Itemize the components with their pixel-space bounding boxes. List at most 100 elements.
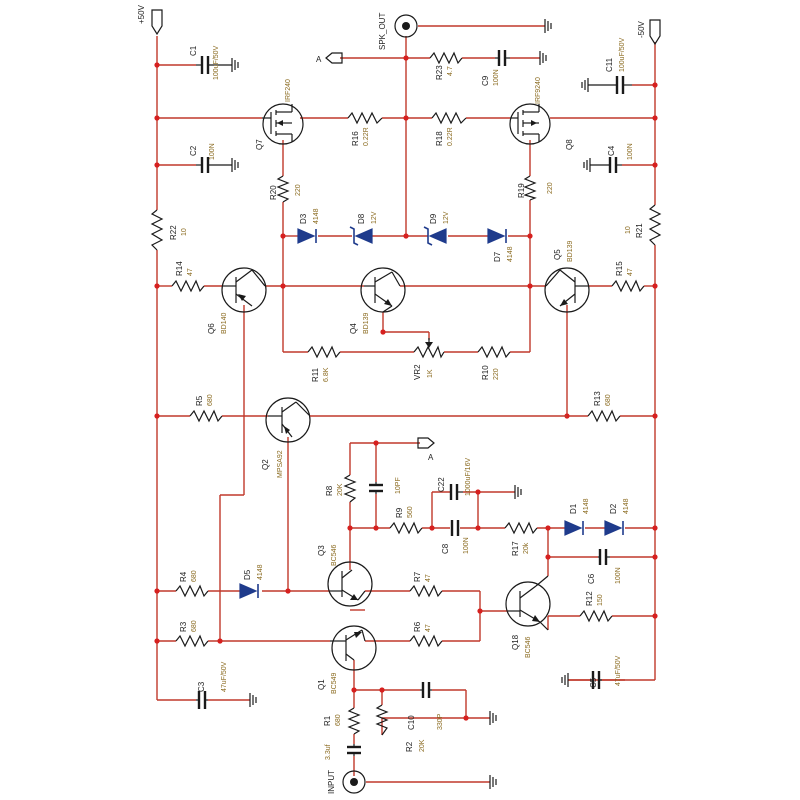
capacitor-c11 <box>588 76 632 94</box>
vr2-value: 1K <box>427 369 434 378</box>
r20-name: R20 <box>269 185 278 200</box>
diode-d7 <box>487 228 507 244</box>
resistor-r20 <box>276 175 290 203</box>
vpos-label: +50V <box>137 4 146 24</box>
q1-name: Q1 <box>317 679 326 690</box>
capacitor-c1 <box>196 56 232 74</box>
c2-value: 100N <box>209 143 216 160</box>
c11-value: 100uF/50V <box>619 37 626 72</box>
diode-d2 <box>604 520 624 536</box>
c22-name: C22 <box>437 477 446 492</box>
r2-value: 20K <box>419 739 426 752</box>
d2-value: 4148 <box>623 498 630 514</box>
q4-value: BD139 <box>363 312 370 334</box>
q2-value: MPSA92 <box>277 450 284 478</box>
diode-d1 <box>564 520 584 536</box>
q5-value: BD139 <box>567 240 574 262</box>
r6-value: 47 <box>425 624 432 632</box>
c3-name: C3 <box>197 681 206 692</box>
q18-name: Q18 <box>511 634 520 650</box>
q18-value: BC546 <box>525 636 532 658</box>
vneg-terminal <box>649 19 661 46</box>
r15-value: 47 <box>627 268 634 276</box>
r9-name: R9 <box>395 507 404 518</box>
c5-name: C5 <box>589 677 598 688</box>
transistor-q18 <box>505 575 551 631</box>
c9-name: C9 <box>481 75 490 86</box>
net-flag-a-mid <box>417 437 435 449</box>
d3-name: D3 <box>299 213 308 224</box>
vr2-name: VR2 <box>413 364 422 380</box>
r4-name: R4 <box>179 571 188 582</box>
capacitor-c8 <box>450 520 460 536</box>
diode-d5 <box>239 583 259 599</box>
r14-value: 47 <box>187 268 194 276</box>
r3-value: 680 <box>191 620 198 632</box>
r2-name: R2 <box>405 741 414 752</box>
capacitor-c4 <box>590 157 622 173</box>
resistor-r4 <box>175 584 209 598</box>
resistor-r23 <box>429 51 463 65</box>
resistor-r3 <box>175 634 209 648</box>
c5-value: 47uF/50V <box>615 655 622 686</box>
q5-name: Q5 <box>553 249 562 260</box>
r23-name: R23 <box>435 65 444 80</box>
capacitor-c3 <box>196 691 208 709</box>
c4-value: 100N <box>627 143 634 160</box>
r5-value: 680 <box>207 394 214 406</box>
q6-name: Q6 <box>207 323 216 334</box>
vneg-label: -50V <box>637 20 646 38</box>
c2-name: C2 <box>189 145 198 156</box>
resistor-r5 <box>189 409 223 423</box>
c1-name: C1 <box>189 45 198 56</box>
capacitor-c6 <box>598 549 610 565</box>
q3-name: Q3 <box>317 545 326 556</box>
r18-name: R18 <box>435 131 444 146</box>
r8-name: R8 <box>325 485 334 496</box>
q8-name: Q8 <box>565 139 574 150</box>
mosfet-q7 <box>262 103 304 145</box>
resistor-r9 <box>389 521 423 535</box>
r3-name: R3 <box>179 621 188 632</box>
d3-value: 4148 <box>313 208 320 224</box>
r11-value: 6.8K <box>323 367 330 382</box>
c11-name: C11 <box>605 57 614 72</box>
r7-name: R7 <box>413 571 422 582</box>
junctions <box>154 55 658 721</box>
resistor-r8 <box>343 474 357 503</box>
wires <box>156 25 656 783</box>
r1-name: R1 <box>323 715 332 726</box>
q8-value: IRF9240 <box>535 77 542 104</box>
resistor-r19 <box>523 175 537 201</box>
zener-diode-d9 <box>423 226 447 246</box>
resistor-r21 <box>648 204 662 246</box>
r19-value: 220 <box>547 182 554 194</box>
capacitor-c5 <box>590 671 602 689</box>
resistor-r17 <box>504 521 538 535</box>
capacitor-c22 <box>449 484 463 500</box>
d9-name: D9 <box>429 213 438 224</box>
net-a-mid-label: A <box>428 453 434 462</box>
c4-name: C4 <box>607 145 616 156</box>
r1-value: 680 <box>335 714 342 726</box>
resistor-r6 <box>409 634 443 648</box>
input-label: INPUT <box>327 770 336 794</box>
q1-value: BC549 <box>331 672 338 694</box>
r10-value: 220 <box>493 368 500 380</box>
r16-name: R16 <box>351 131 360 146</box>
c-q3-value: 10PF <box>395 477 402 494</box>
capacitor-c10 <box>420 682 432 698</box>
d7-name: D7 <box>493 251 502 262</box>
d7-value: 4148 <box>507 246 514 262</box>
potentiometer-vr2[interactable] <box>413 338 445 359</box>
d1-value: 4148 <box>583 498 590 514</box>
d2-name: D2 <box>609 503 618 514</box>
r15-name: R15 <box>615 261 624 276</box>
r13-name: R13 <box>593 391 602 406</box>
transistor-q1 <box>330 625 377 671</box>
d1-name: D1 <box>569 503 578 514</box>
c8-value: 100N <box>463 537 470 554</box>
r17-name: R17 <box>511 541 520 556</box>
d5-value: 4148 <box>257 564 264 580</box>
